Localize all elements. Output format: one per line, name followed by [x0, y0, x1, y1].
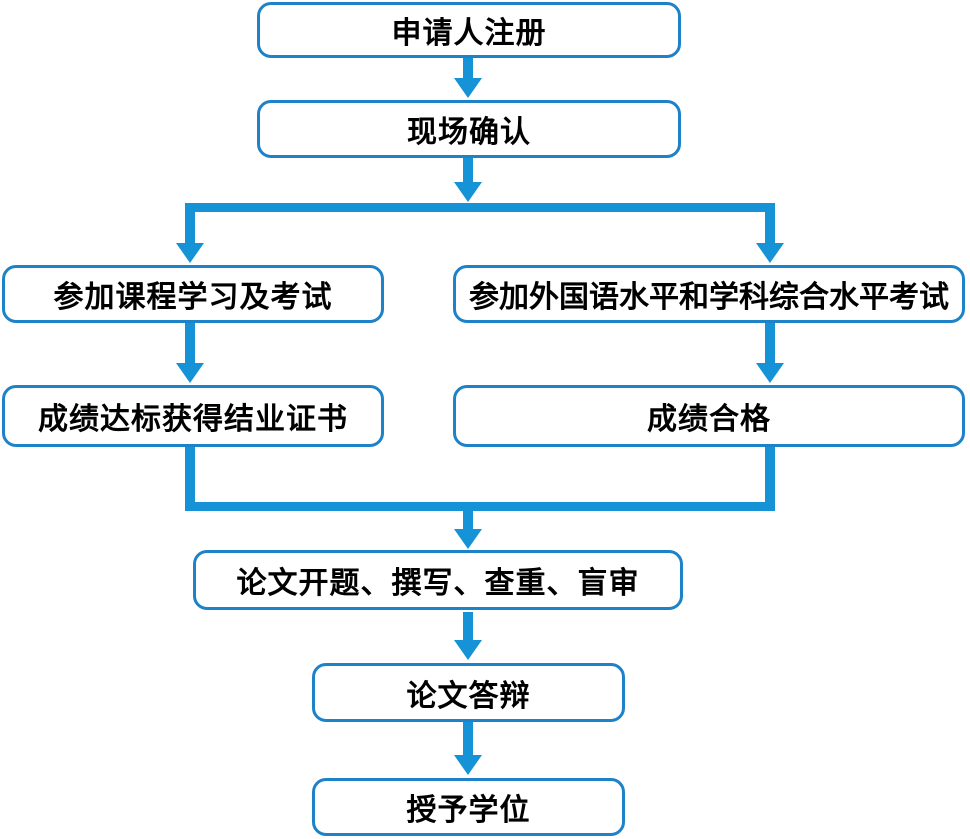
arrow-thesis-to-defense [454, 612, 482, 660]
node-certificate: 成绩达标获得结业证书 [2, 385, 384, 447]
arrow-confirm-to-split [454, 158, 482, 202]
arrow-register-to-confirm [454, 56, 482, 98]
split-branch-connector [176, 203, 784, 263]
arrow-course-to-certificate [176, 323, 204, 383]
merge-branch-connector [185, 447, 775, 511]
arrow-defense-to-degree [454, 722, 482, 775]
node-course: 参加课程学习及考试 [2, 265, 384, 323]
arrow-exam-to-pass [756, 323, 784, 383]
node-exam: 参加外国语水平和学科综合水平考试 [453, 265, 965, 323]
node-confirm: 现场确认 [257, 100, 681, 158]
node-register: 申请人注册 [257, 2, 681, 58]
node-degree: 授予学位 [312, 778, 625, 836]
node-pass: 成绩合格 [453, 385, 965, 447]
arrow-merge-to-thesis [454, 509, 482, 549]
node-thesis: 论文开题、撰写、查重、盲审 [193, 550, 683, 610]
node-defense: 论文答辩 [312, 663, 625, 722]
